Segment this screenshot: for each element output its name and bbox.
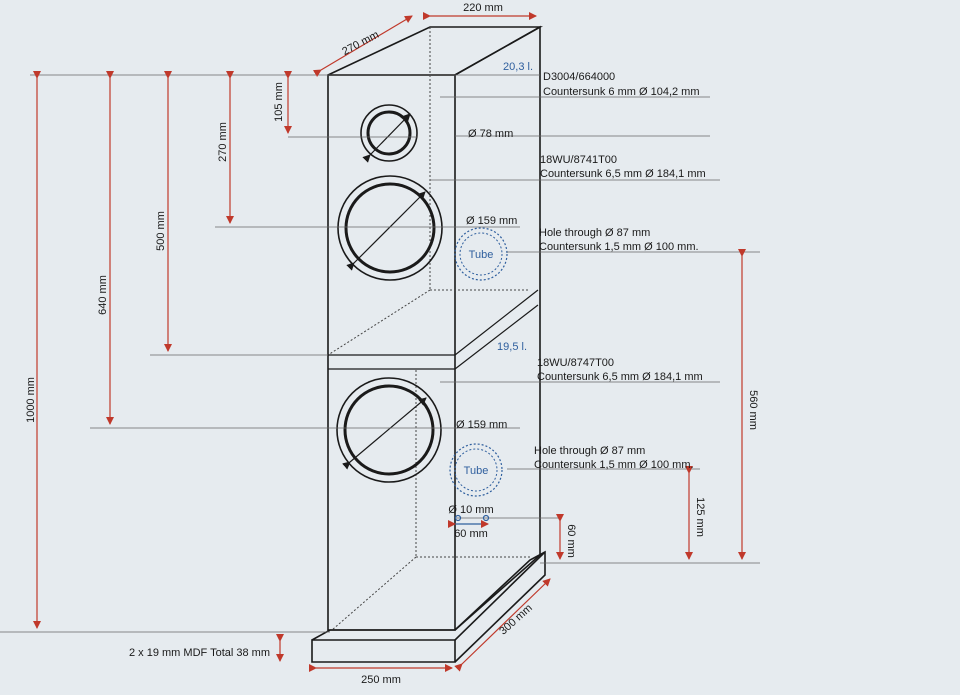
dim-270-height: 270 mm (217, 122, 229, 162)
dim-125: 125 mm (694, 497, 706, 537)
tweeter-cutout (360, 104, 418, 163)
lower-tube-label: Tube (464, 465, 489, 477)
hidden-lines (327, 27, 530, 631)
lower-tube-countersink: Countersunk 1,5 mm Ø 100 mm. (534, 459, 694, 471)
tweeter-hole: Ø 78 mm (468, 128, 513, 140)
internal-shelf (328, 289, 539, 370)
lower-woofer-model: 18WU/8747T00 (537, 357, 614, 369)
dim-60-width: 60 mm (454, 528, 488, 540)
dim-560: 560 mm (747, 390, 759, 430)
upper-woofer-hole: Ø 159 mm (466, 215, 517, 227)
dim-1000: 1000 mm (25, 377, 37, 423)
dim-220: 220 mm (463, 2, 503, 14)
lower-tube-hole: Hole through Ø 87 mm (534, 445, 645, 457)
cabinet-front-face (327, 74, 456, 631)
upper-volume: 20,3 l. (503, 61, 533, 73)
upper-tube-hole: Hole through Ø 87 mm (539, 227, 650, 239)
upper-woofer-model: 18WU/8741T00 (540, 154, 617, 166)
upper-port-tube: Tube (454, 227, 508, 281)
upper-woofer-countersink: Countersunk 6,5 mm Ø 184,1 mm (540, 168, 706, 180)
dim-60-height: 60 mm (565, 524, 577, 558)
dim-250: 250 mm (361, 674, 401, 686)
dim-300: 300 mm (497, 602, 535, 638)
tweeter-countersink: Countersunk 6 mm Ø 104,2 mm (543, 86, 700, 98)
lower-volume: 19,5 l. (497, 341, 527, 353)
leader-lines (0, 74, 760, 633)
dimension-lines (33, 12, 746, 672)
mdf-note: 2 x 19 mm MDF Total 38 mm (129, 647, 270, 659)
base-plinth (311, 550, 546, 663)
upper-tube-countersink: Countersunk 1,5 mm Ø 100 mm. (539, 241, 699, 253)
lower-woofer-hole: Ø 159 mm (456, 419, 507, 431)
upper-tube-label: Tube (469, 249, 494, 261)
dim-640: 640 mm (97, 275, 109, 315)
lower-woofer-cutout (336, 377, 442, 483)
upper-woofer-cutout (337, 175, 443, 281)
dim-10-dia: Ø 10 mm (448, 504, 493, 516)
lower-woofer-countersink: Countersunk 6,5 mm Ø 184,1 mm (537, 371, 703, 383)
lower-port-tube: Tube (449, 443, 503, 497)
dim-500: 500 mm (155, 211, 167, 251)
tweeter-model: D3004/664000 (543, 71, 615, 83)
small-dimension-marks (448, 514, 490, 528)
dim-105: 105 mm (273, 82, 285, 122)
